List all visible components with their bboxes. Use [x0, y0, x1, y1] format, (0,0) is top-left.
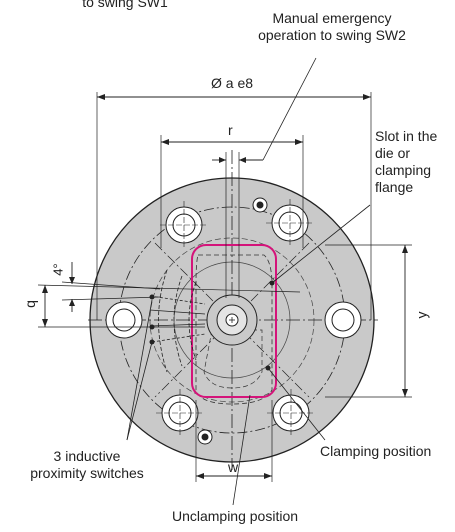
central-shaft: [206, 294, 258, 346]
r-dimension: [160, 135, 304, 248]
bolt-hole-bottom-left: [156, 389, 204, 437]
bolt-holes: [105, 199, 362, 437]
diameter-dimension: [96, 92, 372, 320]
slot-label: Slot in the die or clamping flange: [375, 128, 437, 196]
w-label: w: [228, 459, 239, 475]
unclamping-leader: [232, 394, 251, 506]
emergency-operation-label: Manual emergency operation to swing SW2: [232, 10, 432, 44]
clamping-leader: [267, 367, 326, 441]
small-screw-bottom: [197, 429, 213, 445]
q-label: q: [21, 300, 38, 308]
slot-leader: [271, 204, 371, 284]
slot-line-2: die or: [375, 145, 411, 161]
y-dimension: [325, 244, 412, 398]
emergency-line-2: operation to swing SW2: [258, 27, 406, 43]
clamping-slot-outline: [195, 254, 273, 405]
small-screw-top: [252, 197, 268, 213]
unclamping-position-label: Unclamping position: [171, 508, 299, 524]
clamping-position-label: Clamping position: [320, 443, 432, 459]
emergency-marker: [212, 57, 317, 298]
bolt-hole-top-right: [266, 199, 314, 247]
slot-line-1: Slot in the: [375, 128, 438, 144]
bolt-hole-top-left: [160, 201, 208, 249]
angle-indicator: [61, 262, 161, 312]
diameter-label: Ø a e8: [211, 75, 254, 91]
bolt-hole-left: [105, 301, 143, 339]
proximity-switch-sector: [149, 269, 206, 373]
bolt-hole-right: [324, 301, 362, 339]
slot-line-4: flange: [375, 179, 414, 195]
r-label: r: [228, 122, 233, 138]
slot-line-3: clamping: [375, 162, 432, 178]
bolt-hole-bottom-right: [267, 389, 315, 437]
switches-line-2: proximity switches: [30, 465, 144, 481]
clamping-slot-inner: [203, 329, 263, 389]
y-label: y: [413, 311, 430, 319]
switches-line-1: 3 inductive: [53, 448, 121, 464]
unclamping-outline: [191, 244, 277, 398]
swing-sw1-label: to swing SW1: [82, 0, 168, 10]
switches-leader: [126, 299, 153, 441]
switches-label: 3 inductive proximity switches: [12, 448, 162, 482]
q-dimension: [37, 284, 301, 328]
w-dimension: [195, 400, 273, 482]
leader-lines: [126, 204, 371, 506]
emergency-line-1: Manual emergency: [272, 10, 392, 26]
angle-label: 4°: [50, 263, 66, 276]
